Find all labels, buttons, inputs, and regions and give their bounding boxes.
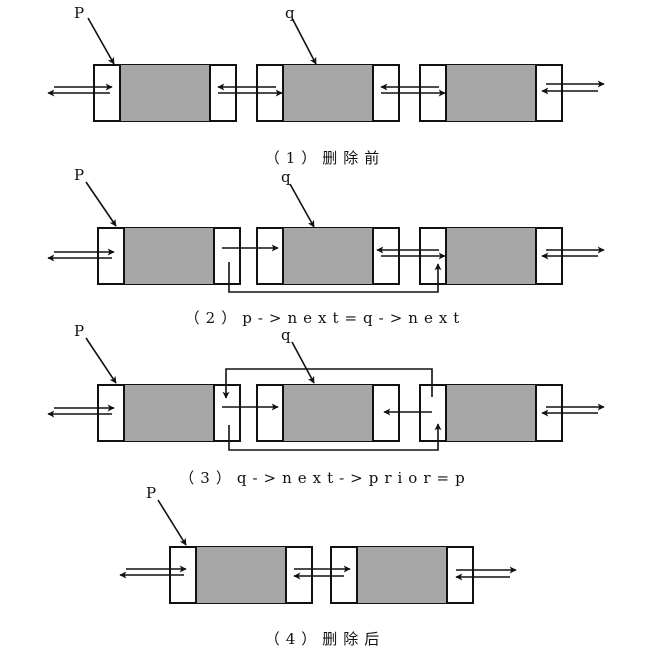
panel-after bbox=[119, 499, 517, 604]
pointer-label-p: P bbox=[74, 4, 85, 22]
pointer-label-q: q bbox=[285, 4, 295, 22]
pointer-p-arrow bbox=[85, 181, 117, 227]
new-next-link-arrow bbox=[228, 423, 442, 451]
panel-caption: （3）q->next->prior=p bbox=[179, 469, 471, 487]
node-1 bbox=[97, 384, 241, 442]
node-data-field bbox=[124, 228, 214, 284]
node-1 bbox=[93, 64, 237, 122]
pointer-label-p: P bbox=[146, 484, 157, 502]
node-3 bbox=[419, 384, 563, 442]
pointer-q-arrow bbox=[291, 17, 317, 65]
node-2 bbox=[256, 384, 400, 442]
pointer-label-p: P bbox=[74, 322, 85, 340]
node-data-field bbox=[446, 65, 536, 121]
node-1 bbox=[169, 546, 313, 604]
new-next-link-arrow bbox=[228, 262, 442, 293]
node-data-field bbox=[124, 385, 214, 441]
node-2 bbox=[330, 546, 474, 604]
node-data-field bbox=[283, 228, 373, 284]
panel-step-2 bbox=[47, 181, 605, 293]
node-data-field bbox=[120, 65, 210, 121]
node-data-field bbox=[283, 385, 373, 441]
pointer-q-arrow bbox=[291, 341, 315, 384]
pointer-p-arrow bbox=[85, 337, 117, 384]
panel-caption: （4）删除后 bbox=[264, 630, 386, 648]
pointer-p-arrow bbox=[87, 17, 115, 65]
pointer-p-arrow bbox=[157, 499, 187, 546]
new-prior-link-arrow bbox=[222, 368, 433, 399]
pointer-q-arrow bbox=[289, 183, 315, 228]
pointer-label-p: P bbox=[74, 166, 85, 184]
pointer-label-q: q bbox=[281, 326, 291, 344]
node-2 bbox=[256, 227, 400, 285]
panel-caption: （1）删除前 bbox=[264, 149, 386, 167]
panel-before bbox=[47, 17, 605, 122]
node-data-field bbox=[283, 65, 373, 121]
pointer-label-q: q bbox=[281, 168, 291, 186]
node-data-field bbox=[446, 385, 536, 441]
panel-caption: （2）p->next=q->next bbox=[184, 309, 466, 327]
node-1 bbox=[97, 227, 241, 285]
node-data-field bbox=[357, 547, 447, 603]
node-data-field bbox=[196, 547, 286, 603]
panel-step-3 bbox=[47, 337, 605, 451]
node-data-field bbox=[446, 228, 536, 284]
